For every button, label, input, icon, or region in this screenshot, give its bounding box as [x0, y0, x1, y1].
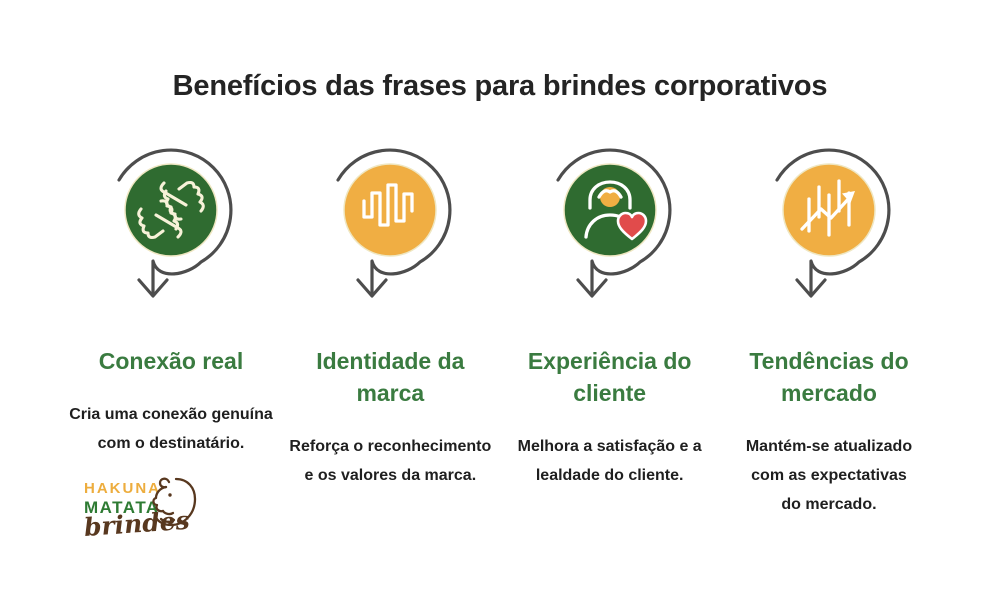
column-description: Melhora a satisfação e a lealdade do cli… — [517, 437, 702, 484]
loop-circle-arrow — [117, 148, 233, 296]
loop-circle-arrow — [556, 148, 672, 296]
column-tendencias-mercado: Tendências do mercado Mantém-se atualiza… — [720, 147, 938, 519]
customer-heart-glyph — [584, 180, 647, 241]
column-title: Conexão real — [98, 348, 244, 375]
column-conexao-real: Conexão real Cria uma conexão genuína co… — [62, 147, 280, 519]
column-title: Identidade da marca — [316, 348, 465, 407]
loop-circle-arrow — [775, 148, 891, 296]
handshake-icon — [117, 148, 233, 298]
column-title: Tendências do mercado — [749, 348, 909, 407]
arrow-head-icon — [356, 278, 388, 298]
column-identidade-marca: Identidade da marca Reforça o reconhecim… — [281, 147, 499, 519]
column-title: Experiência do cliente — [527, 348, 692, 407]
icon-loop-arrow — [754, 147, 904, 312]
column-description: Mantém-se atualizado com as expectativas… — [745, 437, 913, 514]
arrow-head-icon — [576, 278, 608, 298]
handshake-glyph — [137, 181, 205, 240]
column-experiencia-cliente: Experiência do cliente Melhora a satisfa… — [501, 147, 719, 519]
customer-heart-icon — [556, 148, 672, 298]
page-title: Benefícios das frases para brindes corpo… — [172, 70, 828, 102]
icon-circle-yellow — [343, 163, 438, 258]
lion-icon — [152, 477, 197, 527]
icon-loop-arrow — [315, 147, 465, 312]
brand-logo: HAKUNA MATATA brindes — [83, 477, 204, 542]
logo-matata-text: MATATA — [84, 498, 160, 517]
icon-loop-arrow — [535, 147, 685, 312]
benefit-columns: Conexão real Cria uma conexão genuína co… — [0, 147, 1000, 519]
icon-circle-green — [562, 163, 657, 258]
loop-circle-arrow — [336, 148, 452, 296]
arrow-head-icon — [795, 278, 827, 298]
soundwave-glyph — [362, 183, 414, 227]
icon-loop-arrow — [96, 147, 246, 312]
soundwave-icon — [336, 148, 452, 298]
trend-chart-icon — [775, 148, 891, 298]
trend-chart-glyph — [800, 179, 855, 237]
column-description: Reforça o reconhecimento e os valores da… — [289, 437, 492, 484]
column-description: Cria uma conexão genuína com o destinatá… — [69, 406, 273, 453]
logo-hakuna-text: HAKUNA — [84, 480, 161, 497]
arrow-head-icon — [137, 278, 169, 298]
